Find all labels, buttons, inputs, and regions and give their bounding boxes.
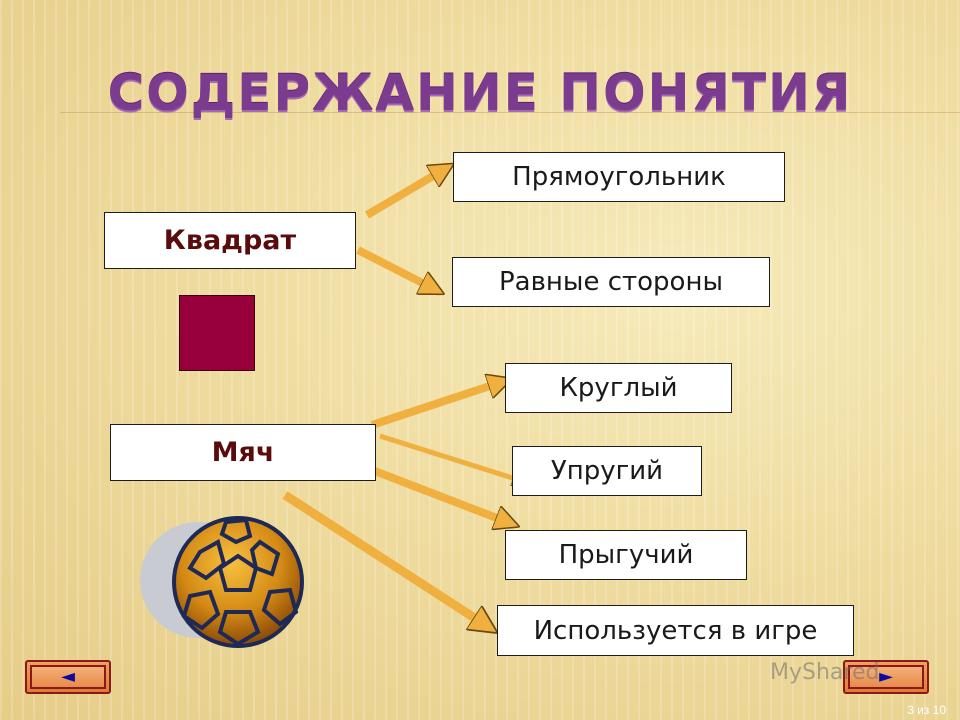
feature-elastic-label: Упругий <box>550 456 664 486</box>
square-shape <box>179 295 255 371</box>
feature-bouncy-label: Прыгучий <box>558 540 694 570</box>
ball-icon <box>140 516 304 648</box>
watermark-logo: MyShared <box>770 660 880 685</box>
concept-ball-label: Мяч <box>211 437 275 468</box>
title-divider <box>60 112 960 113</box>
feature-round-box: Круглый <box>505 363 732 413</box>
feature-used-in-game-label: Используется в игре <box>533 615 818 646</box>
page-counter: 3 из 10 <box>907 703 946 717</box>
concept-square-box: Квадрат <box>104 212 356 269</box>
feature-rectangle-label: Прямоугольник <box>512 162 726 192</box>
right-arrow-icon: ► <box>879 666 893 687</box>
feature-elastic-box: Упругий <box>512 446 702 496</box>
feature-round-label: Круглый <box>559 373 678 403</box>
feature-equal-sides-box: Равные стороны <box>452 257 770 307</box>
feature-bouncy-box: Прыгучий <box>505 530 747 580</box>
feature-equal-sides-label: Равные стороны <box>498 267 723 297</box>
arrow-to-equal-sides <box>356 246 440 296</box>
feature-used-in-game-box: Используется в игре <box>497 605 854 656</box>
left-arrow-icon: ◄ <box>61 666 75 687</box>
concept-ball-box: Мяч <box>110 424 376 481</box>
prev-slide-button[interactable]: ◄ <box>25 660 111 694</box>
slide-title: СОДЕРЖАНИЕ ПОНЯТИЯ <box>107 64 853 122</box>
arrow-to-rectangle <box>364 166 450 219</box>
arrow-to-elastic <box>379 433 525 482</box>
next-slide-button[interactable]: ► <box>843 660 929 694</box>
arrow-to-bouncy <box>370 466 515 525</box>
concept-square-label: Квадрат <box>163 225 297 256</box>
arrow-to-used-in-game <box>282 491 493 630</box>
arrow-to-round <box>370 380 508 429</box>
feature-rectangle-box: Прямоугольник <box>453 152 785 202</box>
